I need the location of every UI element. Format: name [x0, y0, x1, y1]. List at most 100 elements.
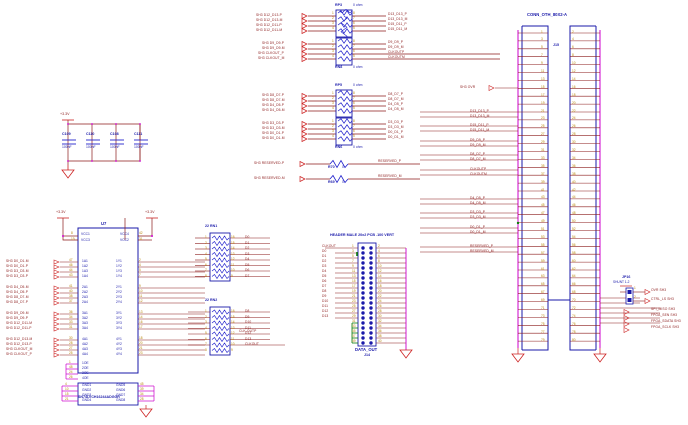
connector-j15-graphics [420, 25, 660, 363]
u7-gnd-lpin-0: 4 [65, 382, 67, 386]
rp1-pin-3: 3 [332, 21, 334, 25]
u7-clkout-label: CLK-OUTP [239, 329, 257, 333]
conn-net-9: CLKOUTP [470, 167, 487, 171]
rn2-lpin-3: 4 [205, 325, 207, 330]
header-lpin-18: 37 [352, 334, 356, 338]
rn2-net-1: D9 [245, 314, 250, 319]
rn1-lpin-6: 7 [205, 268, 207, 272]
resistor-pack-group-4 [301, 117, 386, 146]
u7-out-1-1: 2Y2 [116, 290, 122, 294]
conn-rpin-0: 2 [572, 29, 574, 34]
rn1-rpin-7: 9 [231, 273, 233, 278]
c109-value: 100nF [62, 145, 72, 149]
rp4-pin-1: 1 [332, 119, 334, 123]
u7-gnd-l-0: GND1 [82, 383, 92, 387]
header-rpin-2: 6 [378, 254, 380, 258]
rn2-net-6: CLKOUT [245, 342, 259, 346]
rn1-rpin-6: 10 [231, 268, 235, 272]
u7-out-1-3: 2Y4 [116, 300, 122, 304]
header-net-7: D6 [322, 279, 327, 283]
u7-oe-2: 3OE [82, 371, 89, 375]
rp2-out-2: CLKOUTP [388, 50, 405, 54]
reserved-out-0: RESERVED_P [378, 159, 402, 163]
rp2-pin-2: 2 [332, 44, 334, 48]
u7-outpin-2-2: 16 [139, 320, 143, 324]
conn-rpin-4: 10 [572, 61, 576, 66]
conn-rpin-5: 12 [572, 69, 576, 73]
rn1-net-7: D7 [245, 273, 250, 278]
u7-vcc4-pin: 42 [139, 231, 143, 235]
conn-rpin-6: 14 [572, 76, 576, 81]
rp4-pin-7: 7 [353, 124, 355, 128]
c110-ref: C110 [86, 132, 95, 136]
conn-net-12: D4_D5_M [470, 201, 486, 205]
conn-rpin-9: 20 [572, 100, 576, 105]
u7-in-2-0: 3A1 [82, 311, 88, 315]
conn-net-18: RESERVED_M [470, 249, 494, 253]
rn1-lpin-5: 6 [205, 262, 207, 267]
conn-rpin-37: 76 [572, 321, 576, 326]
u7-outpin-0-1: 4 [139, 263, 141, 267]
conn-rpin-20: 42 [572, 187, 576, 192]
u7-in-0-3: 1A4 [82, 274, 88, 278]
conn-rpin-24: 50 [572, 219, 576, 224]
u7-inpin-0-1: 46 [69, 263, 73, 267]
resistor-pack-group-3 [301, 89, 386, 118]
rp3-ref: RP5 [335, 83, 342, 87]
rp2-in-3: SH3 CLKOUT_M [258, 56, 285, 60]
conn-lpin-29: 59 [541, 258, 545, 263]
header-lpin-7: 15 [352, 279, 356, 283]
conn-lpin-28: 57 [541, 250, 545, 255]
u7-gnd-r-0: GND5 [116, 383, 126, 387]
jp16-net-0: OVR SH3 [651, 288, 667, 292]
rp1-pin-4: 4 [332, 26, 334, 30]
rp4-out-2: D0_D1_P [388, 130, 403, 134]
rp3-pin-4: 4 [332, 106, 334, 110]
header-lpin-8: 17 [352, 284, 356, 288]
rn2-lpin-7: 8 [205, 347, 207, 352]
header-net-14: D13 [322, 314, 329, 318]
u7-in-0-0: 1A1 [82, 259, 88, 263]
conn-rpin-17: 36 [572, 163, 576, 168]
u7-oe-1: 2OE [82, 366, 89, 370]
u7-out-3-1: 4Y2 [116, 342, 122, 346]
jp16-net-2: SPI_MISO SH3 [651, 307, 676, 311]
u7-out-0-2: 1Y3 [116, 269, 122, 273]
u7-in-0-2: 1A3 [82, 269, 88, 273]
header-lpin-12: 25 [352, 304, 356, 308]
conn-lpin-0: 1 [541, 29, 543, 34]
u7-in-3-2: 4A3 [82, 347, 88, 351]
conn-lpin-31: 63 [541, 274, 545, 279]
u7-out-3-3: 4Y4 [116, 352, 122, 356]
u7-left-net-7: SH3 D8_D7-P [6, 300, 28, 304]
rp4-pin-2: 2 [332, 124, 334, 128]
u7-outpin-3-3: 23 [139, 351, 143, 355]
conn-rpin-12: 26 [572, 124, 576, 129]
rn1-lpin-1: 2 [205, 240, 207, 245]
rn2-lpin-1: 2 [205, 314, 207, 319]
u7-left-net-3: SH3 D3_D3-P [6, 274, 28, 278]
u7-inpin-2-1: 34 [69, 315, 73, 319]
header-lpin-1: 3 [352, 249, 354, 253]
rp3-pin-2: 2 [332, 96, 334, 100]
rp2-bottom-ref: RN8 [335, 65, 343, 69]
u7-gnd-l-2: GND3 [82, 393, 92, 397]
u7-outpin-1-1: 10 [139, 289, 143, 293]
header-net-0: CLKOUT [322, 244, 336, 248]
c108-value: 100nF [110, 145, 120, 149]
header-ref: J14 [364, 353, 370, 357]
rp1-pin-1: 1 [332, 11, 334, 15]
conn-rpin-14: 30 [572, 140, 576, 145]
conn-net-8: D8_D7_M [470, 157, 486, 161]
rp3-out-2: D4_D5_P [388, 102, 403, 106]
u7-left-net-6: SH3 D8_D7-M [6, 295, 29, 299]
u7-outpin-1-0: 9 [139, 284, 141, 288]
conn-rpin-3: 8 [572, 53, 574, 58]
conn-rpin-34: 70 [572, 298, 576, 303]
header-net-11: D10 [322, 299, 329, 303]
u7-left-net-14: SH3 CLKOUT_M [6, 347, 33, 351]
conn-rpin-13: 28 [572, 132, 576, 137]
conn-lpin-24: 49 [541, 219, 545, 224]
rn2-net-3: D11 [245, 325, 252, 330]
rn1-net-1: D1 [245, 240, 250, 245]
